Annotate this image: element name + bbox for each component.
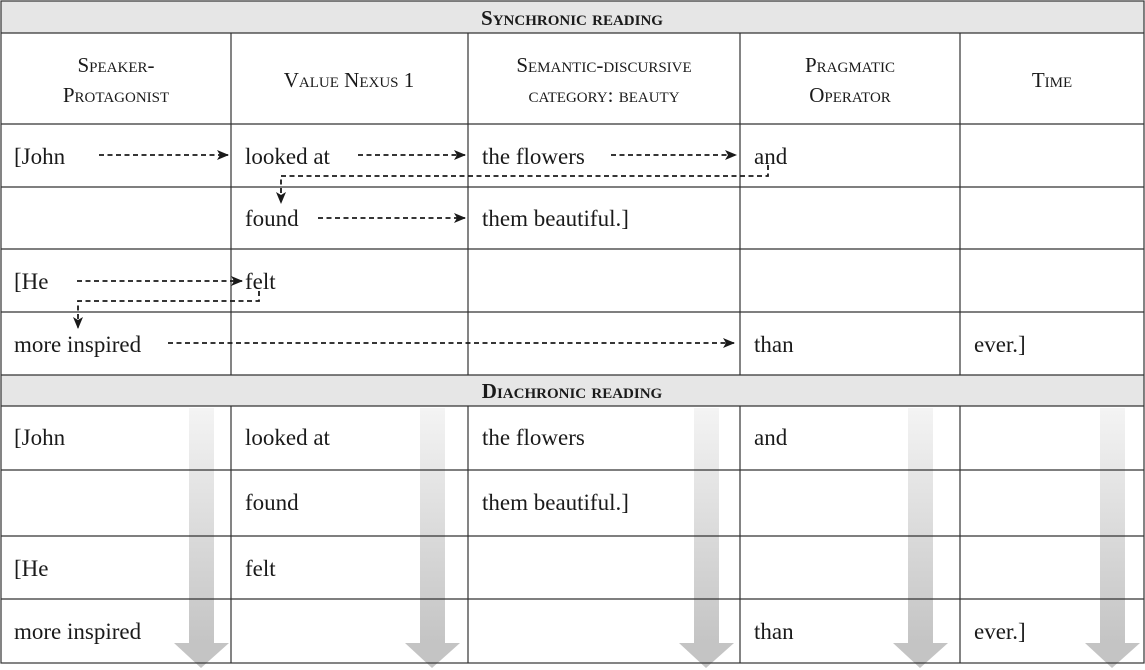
header-pragmatic-line2: Operator <box>809 83 891 107</box>
dia-r3-c1: [He <box>14 556 48 581</box>
diachronic-rows: [John looked at the flowers and found th… <box>14 425 1026 644</box>
sync-r2-c2: found <box>245 206 299 231</box>
diachronic-title: Diachronic reading <box>482 379 663 403</box>
synchronic-band <box>1 1 1144 33</box>
down-arrow-col-3 <box>679 408 734 668</box>
diachronic-band <box>1 375 1144 406</box>
dia-r2-c2: found <box>245 490 299 515</box>
dia-r1-c1: [John <box>14 425 66 450</box>
header-value-nexus: Value Nexus 1 <box>284 68 415 92</box>
header-semantic-line1: Semantic-discursive <box>516 53 691 77</box>
sync-r1-c1: [John <box>14 144 66 169</box>
sync-r3-c1: [He <box>14 269 48 294</box>
down-arrow-col-1 <box>174 408 229 668</box>
sync-r4-c4: than <box>754 332 794 357</box>
down-arrow-col-2 <box>405 408 460 668</box>
diachronic-arrows <box>174 408 1140 668</box>
sync-r1-c3: the flowers <box>482 144 585 169</box>
dia-r3-c2: felt <box>245 556 276 581</box>
sync-r3-c2: felt <box>245 269 276 294</box>
synchronic-flow-arrows <box>73 150 769 348</box>
dia-r2-c3: them beautiful.] <box>482 490 629 515</box>
synchronic-title: Synchronic reading <box>481 6 663 30</box>
sync-r2-c3: them beautiful.] <box>482 206 629 231</box>
column-headers: Speaker- Protagonist Value Nexus 1 Seman… <box>63 53 1072 107</box>
header-speaker-line2: Protagonist <box>63 83 169 107</box>
arrow-felt-to-inspired <box>73 291 260 329</box>
header-speaker-line1: Speaker- <box>77 53 154 77</box>
header-pragmatic-line1: Pragmatic <box>805 53 895 77</box>
dia-r1-c2: looked at <box>245 425 331 450</box>
sync-r1-c4: and <box>754 144 788 169</box>
dia-r4-c1: more inspired <box>14 619 142 644</box>
header-semantic-line2: category: beauty <box>528 83 679 107</box>
dia-r4-c4: than <box>754 619 794 644</box>
down-arrow-col-5 <box>1085 408 1140 668</box>
dia-r4-c5: ever.] <box>974 619 1026 644</box>
down-arrow-col-4 <box>893 408 948 668</box>
dia-r1-c3: the flowers <box>482 425 585 450</box>
sync-r4-c1: more inspired <box>14 332 142 357</box>
dia-r1-c4: and <box>754 425 788 450</box>
arrow-and-to-found <box>276 165 769 204</box>
sync-r1-c2: looked at <box>245 144 331 169</box>
header-time: Time <box>1032 68 1072 92</box>
sync-r4-c5: ever.] <box>974 332 1026 357</box>
synchronic-rows: [John looked at the flowers and found th… <box>14 144 1026 357</box>
